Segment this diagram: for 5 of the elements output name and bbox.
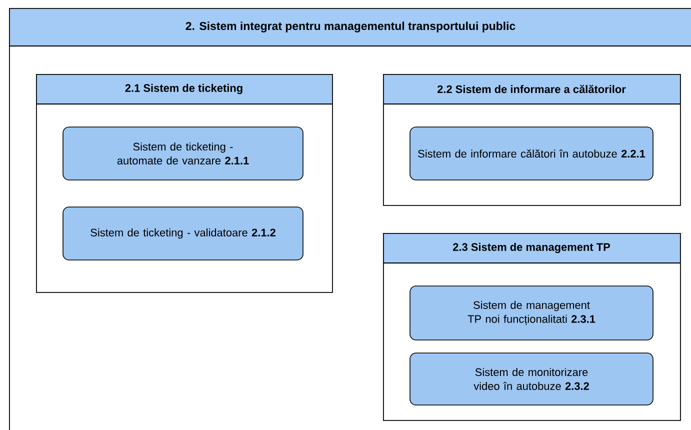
item-box: Sistem de monitorizare video în autobuze 2.3.2 — [410, 352, 654, 406]
item-box: Sistem de informare călători în autobuze 2.2.1 — [410, 126, 654, 180]
item-box: Sistem de management TP noi funcționalitati 2.3.1 — [410, 286, 654, 340]
item-box: Sistem de ticketing - validatoare 2.1.2 — [62, 206, 304, 260]
item-box: Sistem de ticketing - automate de vanzare 2.1.1 — [62, 126, 304, 180]
